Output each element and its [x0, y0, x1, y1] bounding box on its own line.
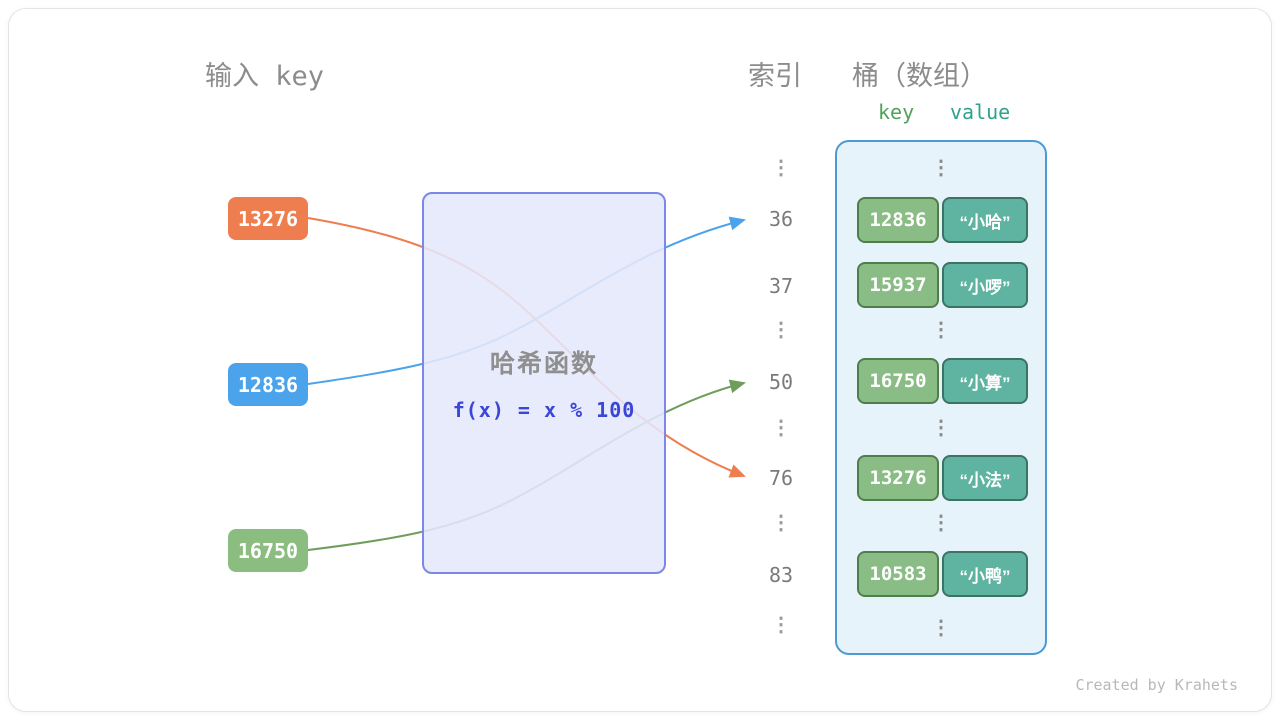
- index-value: 50: [768, 370, 794, 394]
- kv-pair: 12836 “小哈”: [857, 197, 1028, 243]
- key-cell: 12836: [857, 197, 939, 243]
- vertical-dots: ⋮: [931, 512, 951, 534]
- vertical-dots: ⋮: [931, 417, 951, 439]
- vertical-dots: ⋮: [931, 157, 951, 179]
- index-value: 83: [768, 563, 794, 587]
- hash-function-name: 哈希函数: [489, 350, 598, 378]
- vertical-dots: ⋮: [771, 157, 791, 179]
- value-cell: “小鸭”: [942, 551, 1028, 597]
- index-value: 76: [768, 466, 794, 490]
- kv-pair: 13276 “小法”: [857, 455, 1028, 501]
- bucket-title: 桶（数组）: [852, 61, 987, 92]
- input-key-box: 12836: [228, 363, 308, 406]
- vertical-dots: ⋮: [931, 617, 951, 639]
- kv-pair: 16750 “小算”: [857, 358, 1028, 404]
- vertical-dots: ⋮: [771, 512, 791, 534]
- vertical-dots: ⋮: [931, 319, 951, 341]
- key-cell: 13276: [857, 455, 939, 501]
- value-cell: “小啰”: [942, 262, 1028, 308]
- kv-pair: 10583 “小鸭”: [857, 551, 1028, 597]
- watermark: Created by Krahets: [1075, 676, 1238, 694]
- hash-function-formula: f(x) = x % 100: [452, 398, 636, 422]
- vertical-dots: ⋮: [771, 417, 791, 439]
- value-cell: “小算”: [942, 358, 1028, 404]
- value-column-label: value: [950, 100, 1011, 124]
- hash-function-box: 哈希函数 f(x) = x % 100: [422, 192, 666, 574]
- vertical-dots: ⋮: [771, 614, 791, 636]
- input-key-box: 13276: [228, 197, 308, 240]
- index-title: 索引: [748, 61, 802, 92]
- index-value: 37: [768, 274, 794, 298]
- key-column-label: key: [878, 100, 915, 124]
- kv-pair: 15937 “小啰”: [857, 262, 1028, 308]
- key-cell: 10583: [857, 551, 939, 597]
- input-key-title: 输入 key: [205, 61, 325, 92]
- input-key-box: 16750: [228, 529, 308, 572]
- value-cell: “小法”: [942, 455, 1028, 501]
- vertical-dots: ⋮: [771, 319, 791, 341]
- index-value: 36: [768, 207, 794, 231]
- key-cell: 16750: [857, 358, 939, 404]
- value-cell: “小哈”: [942, 197, 1028, 243]
- key-cell: 15937: [857, 262, 939, 308]
